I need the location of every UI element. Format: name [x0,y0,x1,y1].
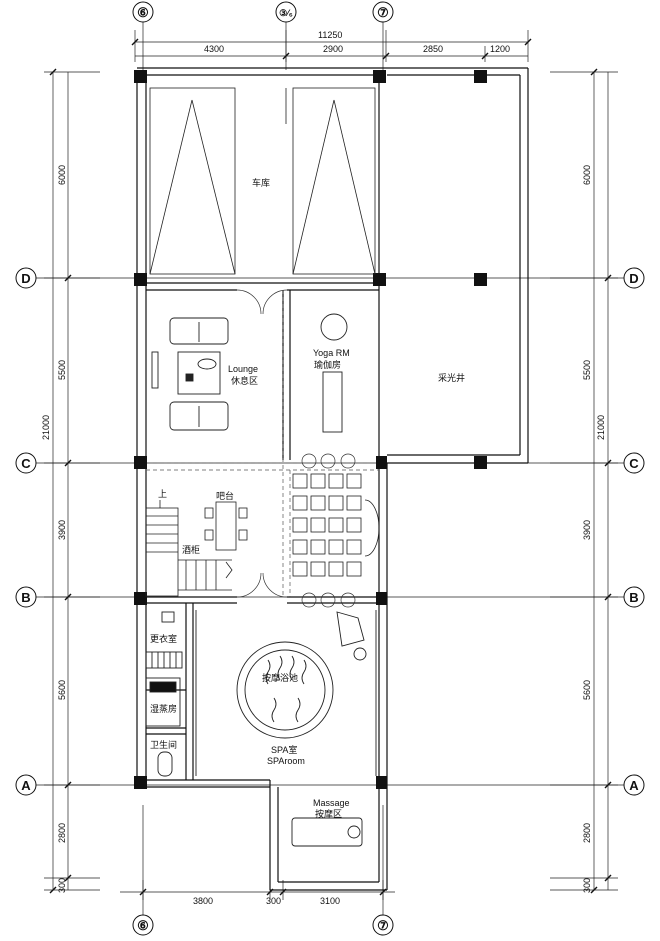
parking-spaces [149,87,376,275]
jacuzzi-label: 按摩浴池 [262,672,298,683]
axis-right-label: C [629,456,639,471]
dim-bottom-seg: 3800 [193,896,213,906]
dim-bottom-seg: 300 [266,896,281,906]
lounge-label-en: Lounge [228,364,258,374]
dim-top-seg: 4300 [204,44,224,54]
dim-top-total: 11250 [318,30,342,40]
dim-left-seg: 2800 [57,823,67,843]
axis-bottom-label: ⑦ [377,918,389,933]
axis-top-label: ⑦ [377,5,389,20]
dim-right-seg: 5500 [582,360,592,380]
stair-up-label: 上 [158,489,167,499]
room-labels: 车库 Lounge 休息区 Yoga RM 瑜伽房 采光井 上 吧台 酒柜 更衣… [150,177,465,819]
lightwell-label: 采光井 [438,372,465,383]
dim-right-total: 21000 [596,415,606,440]
structural-columns [134,70,487,789]
axis-top-label: ⑥ [137,5,149,20]
dim-right-seg: 6000 [582,165,592,185]
dim-right-seg: 2800 [582,823,592,843]
axis-right-label: A [629,778,639,793]
massage-label-cn: 按摩区 [315,808,342,819]
stair-and-bar [145,500,248,597]
yoga-furniture [320,313,348,433]
dim-right-seg: 5600 [582,680,592,700]
hidden-lines [146,290,379,597]
dim-bottom-seg: 3100 [320,896,340,906]
axis-left-label: A [21,778,31,793]
lounge-label-cn: 休息区 [231,375,258,386]
lounge-furniture [151,317,229,431]
dim-left-seg: 3900 [57,520,67,540]
steam-room-label: 湿蒸房 [150,703,177,714]
dim-left-total: 21000 [41,415,51,440]
spa-label-en: SPAroom [267,756,305,766]
dim-left-seg: 6000 [57,165,67,185]
dim-right-seg: 3900 [582,520,592,540]
bar-label: 吧台 [216,490,234,501]
dim-top-seg: 2900 [323,44,343,54]
doors [236,289,356,608]
axis-left-label: C [21,456,31,471]
dim-top-seg: 2850 [423,44,443,54]
locker-grid [292,473,380,577]
dim-right-seg: 300 [582,878,592,893]
yoga-label-cn: 瑜伽房 [314,359,341,370]
massage-label-en: Massage [313,798,350,808]
axis-right-label: B [629,590,638,605]
dim-left-seg: 5500 [57,360,67,380]
toilet-label: 卫生间 [150,739,177,750]
axis-bottom-label: ⑥ [137,918,149,933]
garage-label: 车库 [252,177,270,188]
changing-room-label: 更衣室 [150,633,177,644]
axis-bubbles [15,1,645,936]
axis-right-label: D [629,271,638,286]
dimension-labels: 11250 4300 2900 2850 1200 3800 300 3100 … [41,30,606,906]
axis-left-label: B [21,590,30,605]
axis-labels: ⑥ ③⁄₆ ⑦ ⑥ ⑦ D C B A D C B A [21,5,639,933]
spa-label-cn: SPA室 [271,744,297,755]
dim-top-seg: 1200 [490,44,510,54]
dim-left-seg: 300 [57,878,67,893]
spa-fixtures [145,610,377,847]
dim-left-seg: 5600 [57,680,67,700]
yoga-label-en: Yoga RM [313,348,350,358]
axis-top-label: ③⁄₆ [279,8,293,18]
axis-left-label: D [21,271,30,286]
wine-cabinet-label: 酒柜 [182,544,200,555]
